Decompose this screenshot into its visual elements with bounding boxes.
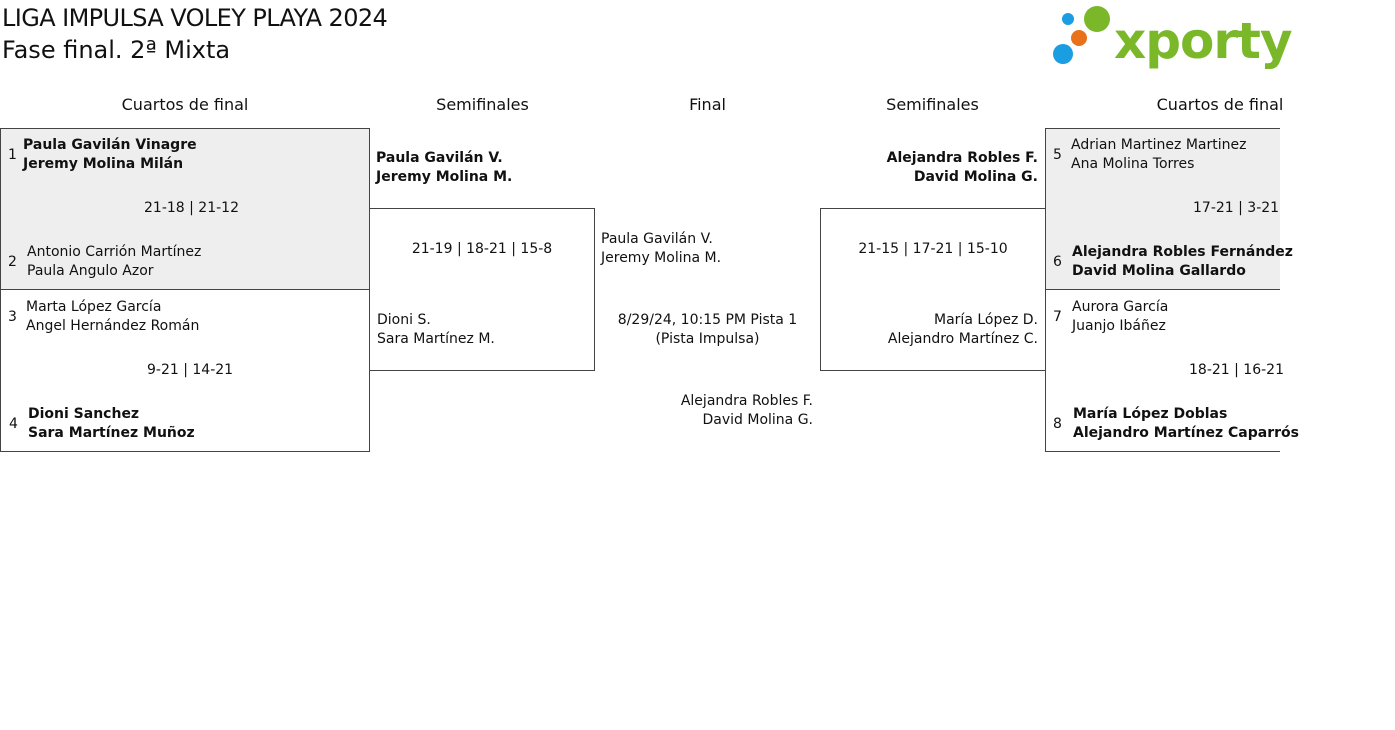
player-name: Antonio Carrión Martínez [27,244,202,260]
player-name: Sara Martínez M. [377,331,495,347]
match-venue: (Pista Impulsa) [655,331,760,347]
match-score: 21-19 | 18-21 | 15-8 [411,241,553,257]
team-entry: Alejandra Robles Fernández David Molina … [1072,243,1293,281]
seed-number: 5 [1053,147,1062,163]
player-name: Alejandra Robles Fernández [1072,244,1293,260]
player-name: Jeremy Molina Milán [23,156,184,172]
team-entry: Adrian Martinez Martinez Ana Molina Torr… [1071,136,1246,174]
team-entry: Marta López García Angel Hernández Román [26,298,199,336]
player-name: David Molina Gallardo [1072,263,1246,279]
player-name: Sara Martínez Muñoz [28,425,195,441]
round-right-quarters: Cuartos de final [1156,95,1284,114]
player-name: María López D. [934,312,1038,328]
player-name: Alejandro Martínez C. [887,331,1038,347]
player-name: David Molina G. [913,169,1038,185]
left-quarter-2: 3 Marta López García Angel Hernández Rom… [0,289,370,452]
left-semi-top-team: Paula Gavilán V. Jeremy Molina M. [376,149,512,187]
logo-dot-green [1084,6,1110,32]
team-entry: Dioni Sanchez Sara Martínez Muñoz [28,405,195,443]
player-name: Marta López García [26,299,162,315]
match-score: 21-15 | 17-21 | 15-10 [858,241,1008,257]
match-datetime: 8/29/24, 10:15 PM Pista 1 [617,312,798,328]
team-entry: María López Doblas Alejandro Martínez Ca… [1073,405,1299,443]
page-title: LIGA IMPULSA VOLEY PLAYA 2024 Fase final… [2,2,388,66]
match-score: 17-21 | 3-21 [1193,200,1280,216]
seed-number: 7 [1053,309,1062,325]
player-name: Paula Angulo Azor [27,263,154,279]
round-left-semis: Semifinales [436,95,529,114]
right-semi-top-team: Alejandra Robles F. David Molina G. [820,149,1038,187]
player-name: María López Doblas [1073,406,1228,422]
left-semi-bottom-team: Dioni S. Sara Martínez M. [377,311,495,349]
logo-dot-blue [1053,44,1073,64]
left-semi-box: 21-19 | 18-21 | 15-8 Dioni S. Sara Martí… [369,208,595,371]
match-score: 9-21 | 14-21 [147,362,234,378]
right-semi-bottom-team: María López D. Alejandro Martínez C. [821,311,1038,349]
seed-number: 6 [1053,254,1062,270]
player-name: Paula Gavilán Vinagre [23,137,197,153]
player-name: David Molina G. [702,412,814,428]
player-name: Jeremy Molina M. [376,169,513,185]
player-name: Juanjo Ibáñez [1072,318,1166,334]
team-entry: Paula Gavilán Vinagre Jeremy Molina Milá… [23,136,197,174]
match-score: 18-21 | 16-21 [1189,362,1284,378]
player-name: Angel Hernández Román [26,318,200,334]
player-name: Alejandro Martínez Caparrós [1073,425,1299,441]
logo-dot-orange [1071,30,1087,46]
title-line-1: LIGA IMPULSA VOLEY PLAYA 2024 [2,4,388,32]
title-line-2: Fase final. 2ª Mixta [2,36,231,64]
final-bottom-team: Alejandra Robles F. David Molina G. [595,392,813,430]
seed-number: 1 [8,147,17,163]
team-entry: Antonio Carrión Martínez Paula Angulo Az… [27,243,201,281]
left-quarter-1: 1 Paula Gavilán Vinagre Jeremy Molina Mi… [0,128,370,290]
player-name: Alejandra Robles F. [886,150,1038,166]
player-name: Paula Gavilán V. [601,231,713,247]
round-left-quarters: Cuartos de final [121,95,249,114]
player-name: Alejandra Robles F. [680,393,813,409]
final-schedule: 8/29/24, 10:15 PM Pista 1 (Pista Impulsa… [595,311,820,349]
round-final: Final [689,95,726,114]
seed-number: 3 [8,309,17,325]
player-name: Jeremy Molina M. [601,250,722,266]
final-top-team: Paula Gavilán V. Jeremy Molina M. [601,230,721,268]
round-right-semis: Semifinales [886,95,979,114]
player-name: Adrian Martinez Martinez [1071,137,1247,153]
player-name: Ana Molina Torres [1071,156,1195,172]
match-score: 21-18 | 21-12 [144,200,239,216]
team-entry: Aurora García Juanjo Ibáñez [1072,298,1168,336]
logo-text: xporty [1114,12,1292,70]
xporty-logo: xporty [1050,4,1293,70]
right-semi-box: 21-15 | 17-21 | 15-10 María López D. Ale… [820,208,1046,371]
player-name: Dioni Sanchez [28,406,140,422]
seed-number: 4 [9,416,18,432]
player-name: Dioni S. [377,312,431,328]
right-quarter-1: 5 Adrian Martinez Martinez Ana Molina To… [1045,128,1293,290]
seed-number: 2 [8,254,17,270]
seed-number: 8 [1053,416,1062,432]
player-name: Paula Gavilán V. [376,150,503,166]
logo-dot-blue-small [1062,13,1074,25]
player-name: Aurora García [1072,299,1169,315]
right-quarter-2: 7 Aurora García Juanjo Ibáñez 18-21 | 16… [1045,289,1299,452]
